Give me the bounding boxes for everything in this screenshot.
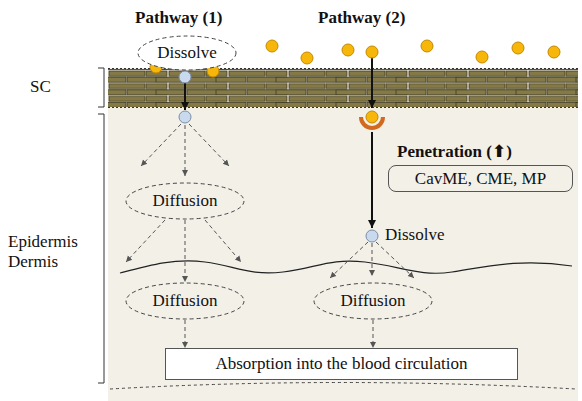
diffusion-ellipse: Diffusion [125, 182, 245, 220]
layer-label: Epidermis [8, 232, 78, 252]
node-heading: Penetration (⬆) [397, 141, 512, 162]
diffusion-ellipse: Diffusion [313, 282, 433, 320]
dashed-arrow [185, 220, 186, 282]
pathway-label: Pathway (2) [318, 8, 405, 28]
layer-label: Dermis [8, 252, 58, 272]
dashed-arrow [185, 320, 186, 348]
node-text: Diffusion [153, 191, 218, 211]
layer-label: SC [30, 77, 51, 97]
dissolve-ellipse: Dissolve [137, 35, 237, 71]
penetration-box: Penetration (⬆)CavME, CME, MP [388, 165, 573, 192]
dashed-arrow [373, 320, 374, 348]
node-text: Diffusion [341, 291, 406, 311]
process-label: Dissolve [385, 225, 445, 245]
absorption-box: Absorption into the blood circulation [165, 348, 518, 380]
node-text: CavME, CME, MP [415, 169, 546, 189]
node-text: Diffusion [153, 291, 218, 311]
node-text: Dissolve [157, 43, 217, 63]
diffusion-ellipse: Diffusion [125, 282, 245, 320]
pathway-label: Pathway (1) [135, 8, 222, 28]
node-text: Absorption into the blood circulation [215, 354, 467, 374]
